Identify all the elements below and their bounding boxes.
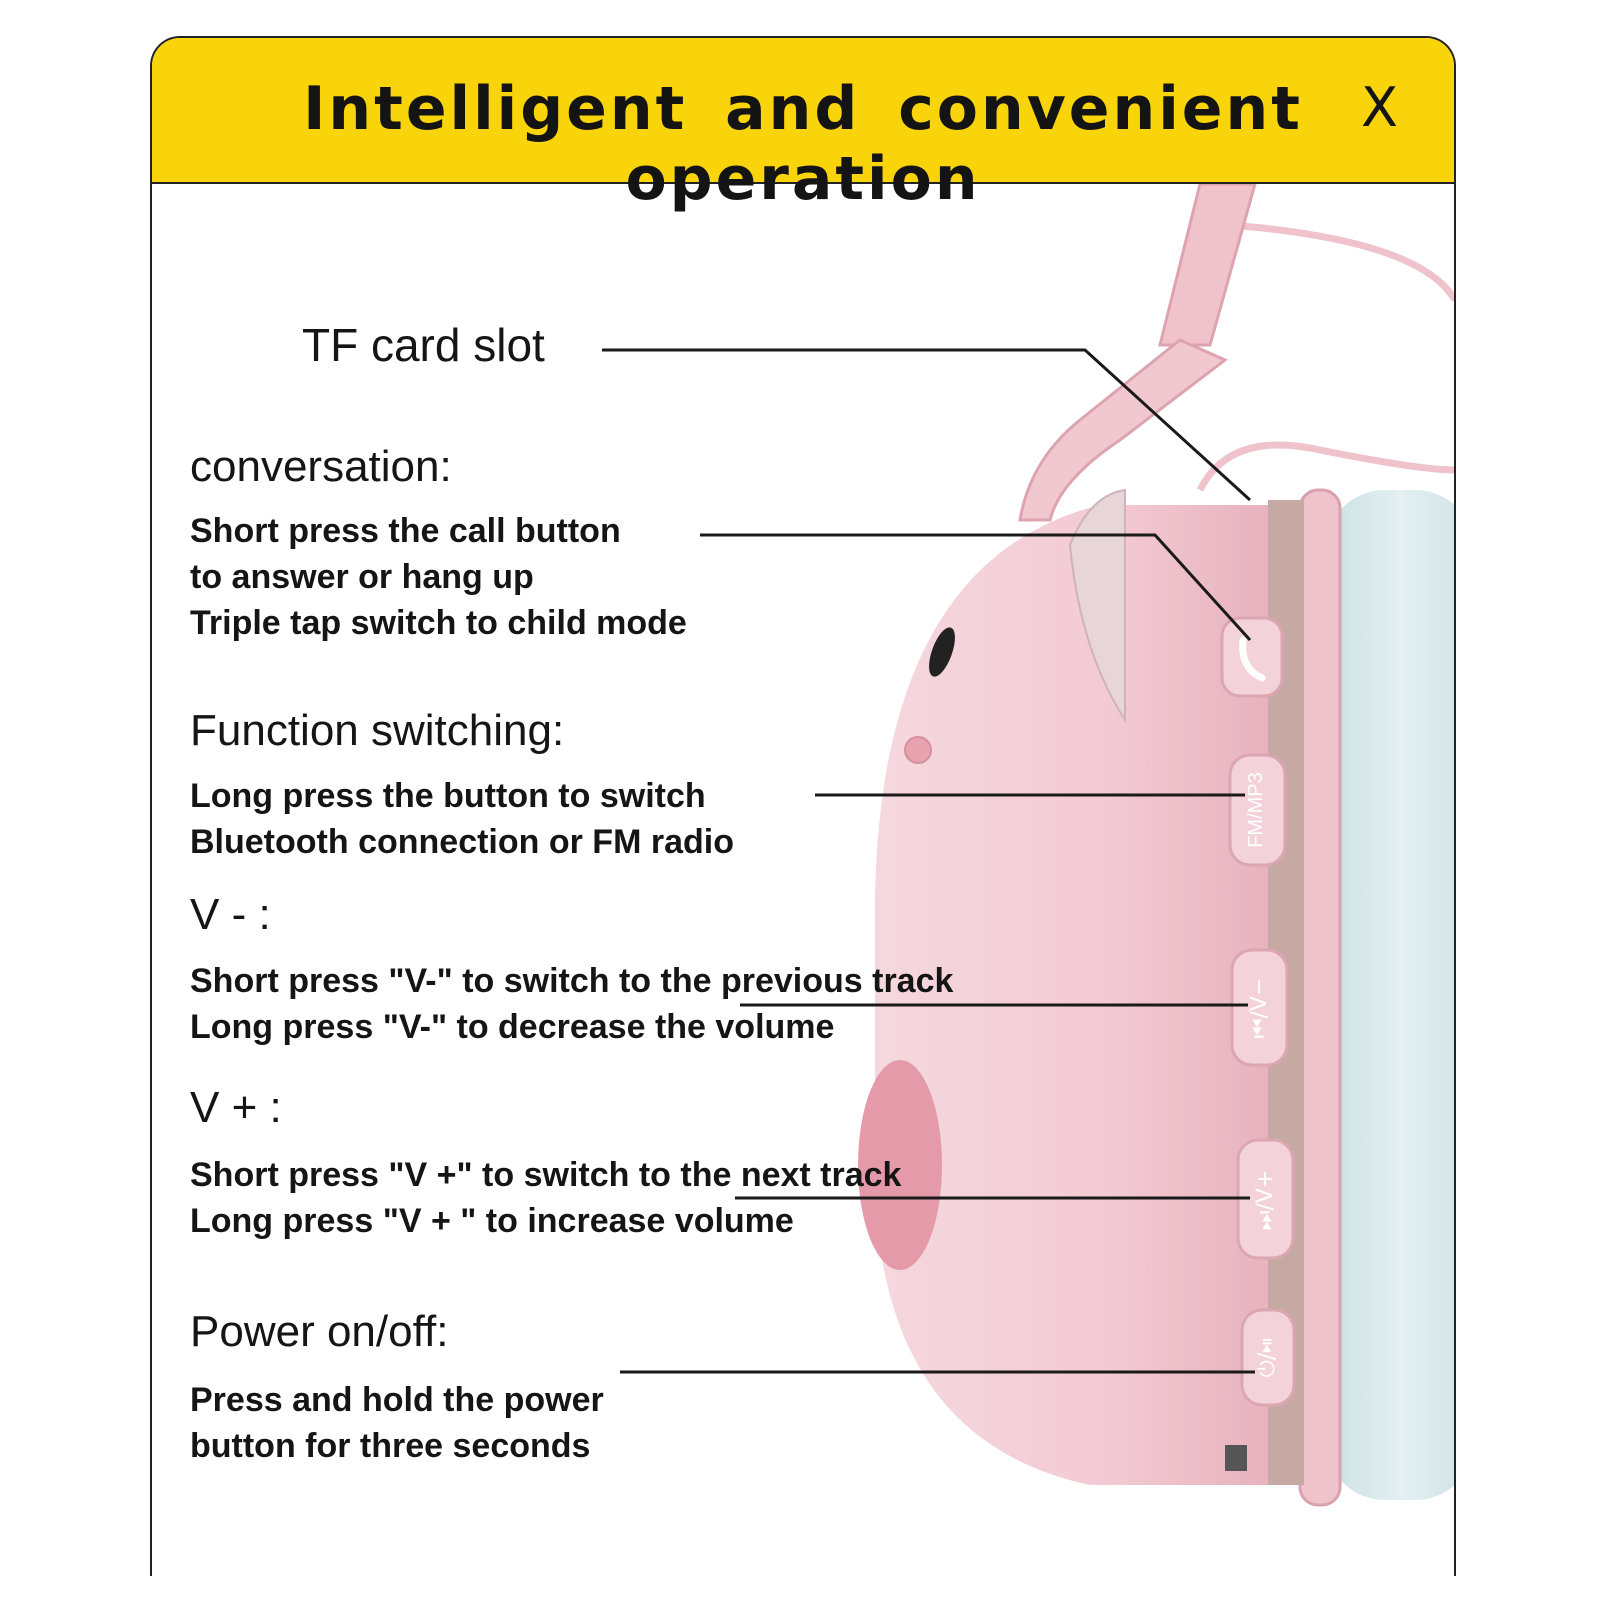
function-switching-title: Function switching: <box>190 706 565 755</box>
power-desc: Press and hold the power button for thre… <box>190 1377 604 1469</box>
ear-cup-body <box>875 505 1300 1485</box>
volume-down-desc: Short press "V-" to switch to the previo… <box>190 958 953 1050</box>
headphone-cable <box>1196 221 1454 492</box>
volume-down-button[interactable]: ⏮/V− <box>1230 948 1289 1067</box>
tf-card-callout-line <box>602 348 1252 502</box>
tf-card-slot <box>1225 1445 1247 1471</box>
headphone-group: FM/MP3 ⏮/V− ⏭/V+ ⏻/⏯ <box>858 184 1454 1507</box>
conversation-desc-line-2: to answer or hang up <box>190 558 534 596</box>
power-button[interactable]: ⏻/⏯ <box>1240 1308 1296 1407</box>
power-title: Power on/off: <box>190 1307 449 1356</box>
volume-down-title: V - : <box>190 890 271 939</box>
headband <box>1158 184 1257 347</box>
header-bar: Intelligent and convenient operation X <box>152 38 1454 214</box>
volume-up-desc-line-1: Short press "V +" to switch to the next … <box>190 1156 902 1194</box>
volume-up-title: V + : <box>190 1083 282 1132</box>
power-button-label: ⏻/⏯ <box>1255 1339 1280 1378</box>
ear-cushion <box>1325 490 1454 1500</box>
headband-slider <box>1018 338 1228 522</box>
power-desc-line-2: button for three seconds <box>190 1427 591 1465</box>
volume-down-desc-line-1: Short press "V-" to switch to the previo… <box>190 962 954 1000</box>
volume-up-desc-line-2: Long press "V + " to increase volume <box>190 1202 794 1240</box>
conversation-title: conversation: <box>190 442 452 491</box>
cat-ear <box>1068 488 1126 724</box>
power-desc-line-1: Press and hold the power <box>190 1381 604 1419</box>
cat-cheek <box>858 1060 942 1270</box>
header-title: Intelligent and convenient operation <box>303 74 1303 214</box>
volume-up-button[interactable]: ⏭/V+ <box>1236 1138 1295 1260</box>
function-switching-desc-line-2: Bluetooth connection or FM radio <box>190 823 734 861</box>
volume-down-desc-line-2: Long press "V-" to decrease the volume <box>190 1008 835 1046</box>
volume-down-button-label: ⏮/V− <box>1247 978 1272 1039</box>
close-button[interactable]: X <box>1361 76 1398 139</box>
fm-mp3-button[interactable]: FM/MP3 <box>1228 753 1287 867</box>
conversation-desc: Short press the call button to answer or… <box>190 508 687 646</box>
cat-nose <box>904 736 932 764</box>
call-button[interactable] <box>1220 616 1284 698</box>
volume-up-button-label: ⏭/V+ <box>1253 1170 1278 1231</box>
function-switching-desc: Long press the button to switch Bluetoot… <box>190 773 734 865</box>
conversation-desc-line-1: Short press the call button <box>190 512 621 550</box>
ear-cup-rim <box>1298 488 1342 1507</box>
cat-eye <box>929 627 955 677</box>
tf-card-label: TF card slot <box>302 319 545 371</box>
conversation-desc-line-3: Triple tap switch to child mode <box>190 604 687 642</box>
volume-up-desc: Short press "V +" to switch to the next … <box>190 1152 901 1244</box>
call-callout-line <box>700 533 1252 642</box>
function-switching-desc-line-1: Long press the button to switch <box>190 777 706 815</box>
fm-mp3-button-label: FM/MP3 <box>1245 772 1267 848</box>
